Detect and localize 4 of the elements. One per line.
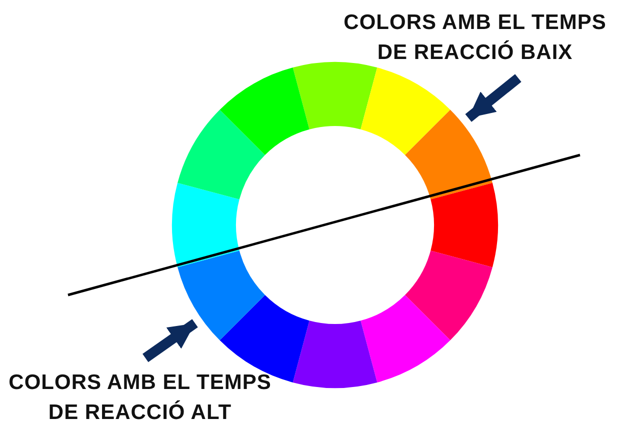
callout-text: COLORS AMB EL TEMPS DE REACCIÓ BAIX: [340, 8, 610, 68]
arrow: [465, 74, 522, 122]
callout-text: COLORS AMB EL TEMPS DE REACCIÓ ALT: [5, 368, 275, 428]
arrow: [142, 319, 198, 362]
